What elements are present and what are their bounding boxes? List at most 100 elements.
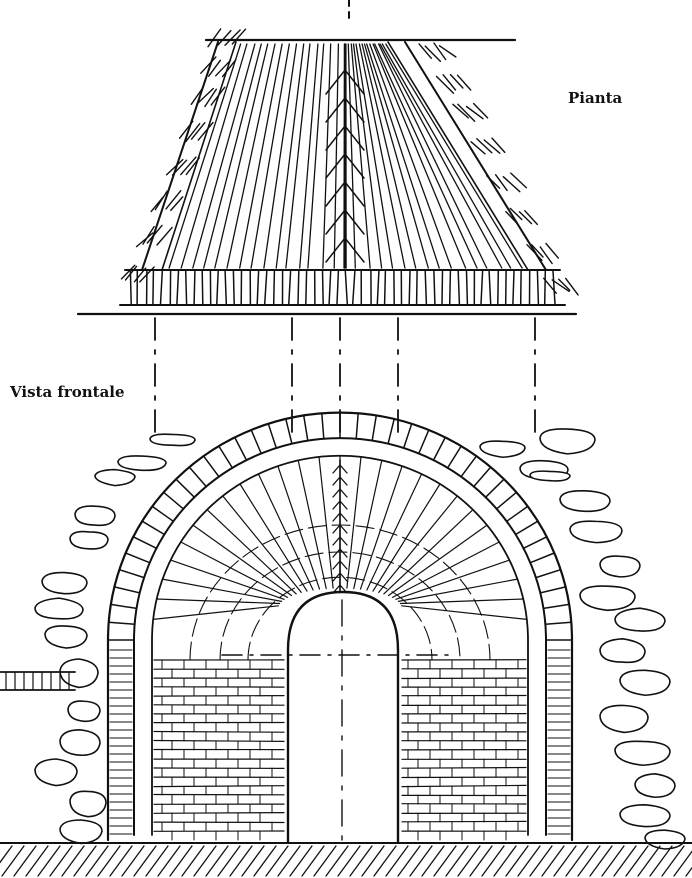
brick-course <box>153 694 285 697</box>
ground-hatch <box>685 866 692 877</box>
ground-hatch <box>361 845 385 877</box>
ground-hatch <box>313 845 337 877</box>
voussoir-joint <box>514 520 539 536</box>
plan-band-tick <box>224 270 228 305</box>
vault-fan-stroke <box>395 559 510 600</box>
vault-fan-stroke <box>297 459 327 590</box>
plan-band-tick <box>552 270 556 305</box>
plan-band-tick <box>305 270 308 305</box>
plan-wall-hatch <box>545 242 559 259</box>
plan-band-tick <box>328 270 332 305</box>
plan-wall-hatch <box>154 190 168 211</box>
ground-hatch <box>85 845 109 877</box>
plan-band-tick <box>424 270 428 305</box>
plan-band-tick <box>441 270 444 305</box>
vault-fan-stroke <box>206 509 297 595</box>
voussoir-joint <box>113 586 141 594</box>
ground-hatch <box>673 850 692 877</box>
plan-band-tick <box>383 270 387 305</box>
ground-hatch <box>469 845 493 877</box>
vault-fan-stroke <box>156 598 281 605</box>
ground-hatch <box>637 845 661 877</box>
ground-hatch <box>49 845 73 877</box>
plan-band-tick <box>344 270 349 305</box>
plan-wall-hatch <box>435 75 455 94</box>
plan-band-tick <box>415 270 418 305</box>
plan-wall-hatch <box>433 42 447 61</box>
ground-hatch <box>649 845 673 877</box>
wall-stone <box>117 455 167 472</box>
plan-wall-hatch <box>483 139 501 154</box>
ground-hatch <box>97 845 121 877</box>
voussoir-joint <box>535 568 562 579</box>
wall-stone <box>634 773 676 799</box>
voussoir-joint <box>202 455 220 478</box>
plan-band-tick <box>288 270 292 305</box>
vault-fan-stroke <box>277 465 321 590</box>
plan-wall-hatch <box>494 173 508 192</box>
ground-hatch <box>493 845 517 877</box>
plan-wall-hatch <box>472 102 489 119</box>
plan-wall-hatch <box>456 74 472 91</box>
plan-wall-hatch <box>207 28 222 48</box>
plan-herringbone-stroke <box>299 43 319 269</box>
plan-herringbone-stroke <box>239 43 283 269</box>
voussoir-joint <box>418 429 430 455</box>
wall-stone <box>479 440 526 459</box>
ground-hatch <box>409 845 433 877</box>
ground-hatch <box>121 845 145 877</box>
front-view-label: Vista frontale <box>10 383 125 401</box>
front-view <box>0 411 692 877</box>
plan-herringbone-stroke <box>226 43 276 269</box>
plan-wall-hatch <box>510 172 528 189</box>
plan-wall-hatch <box>509 207 523 221</box>
vault-fan-stroke <box>170 559 285 600</box>
voussoir-joint <box>302 414 309 442</box>
ground-hatch <box>541 845 565 877</box>
plan-band-tick <box>193 270 196 305</box>
ground-hatch <box>301 845 325 877</box>
voussoir-joint <box>188 466 207 488</box>
ground-hatch <box>445 845 469 877</box>
vault-fan-stroke <box>387 524 488 597</box>
vault-fan-stroke <box>397 578 519 603</box>
ground-hatch <box>73 845 97 877</box>
plan-wall-hatch <box>165 158 184 176</box>
plan-band-tick <box>376 270 380 305</box>
voussoir-joint <box>124 552 151 564</box>
vault-fan-stroke <box>180 541 289 599</box>
plan-wall-hatch <box>156 226 173 246</box>
vault-fan-stroke <box>401 605 528 621</box>
plan-band-tick <box>512 270 515 305</box>
voussoir-joint <box>473 466 492 488</box>
voussoir-joint <box>218 445 234 469</box>
plan-herringbone-stroke <box>372 43 467 269</box>
plan-wall-hatch <box>476 137 493 154</box>
plan-band-tick <box>488 270 492 305</box>
plan-band-tick <box>351 270 356 305</box>
voussoir-joint <box>250 429 262 455</box>
voussoir-joint <box>505 505 529 523</box>
plan-band-tick <box>497 270 500 305</box>
brick-course <box>153 730 285 733</box>
plan-herringbone-stroke <box>369 43 452 269</box>
plan-herringbone-stroke <box>322 43 332 269</box>
ground-hatch <box>253 845 277 877</box>
plan-herringbone-stroke <box>363 43 429 269</box>
plan-herringbone-stroke <box>192 43 256 269</box>
plan-wall-hatch <box>551 279 570 293</box>
plan-wall-hatch <box>518 211 533 225</box>
voussoir-joint <box>544 621 573 625</box>
plan-band-tick <box>201 270 204 305</box>
plan-wall-hatch <box>491 137 506 154</box>
plan-wall-hatch <box>530 243 544 258</box>
plan-herringbone-stroke <box>180 43 248 269</box>
ground-hatch <box>217 845 241 877</box>
plan-band-tick <box>272 270 276 305</box>
brick-course <box>153 811 285 814</box>
plan-wall-hatch <box>442 73 457 91</box>
voussoir-joint <box>321 412 325 440</box>
plan-herringbone-stroke <box>250 43 290 269</box>
